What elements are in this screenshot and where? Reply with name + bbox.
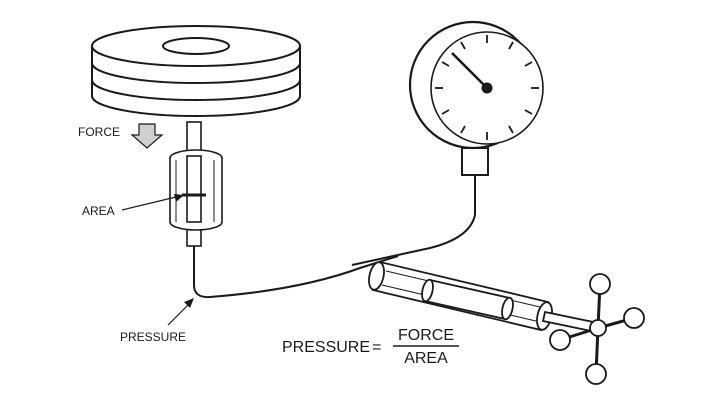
area-label: AREA (82, 204, 115, 218)
equation-numerator: FORCE (398, 327, 454, 344)
stacked-weights (91, 25, 301, 117)
piston-cylinder (169, 121, 223, 247)
pipe-from-gauge (351, 175, 476, 266)
pressure-gauge-icon (408, 20, 544, 176)
force-arrow-icon (130, 123, 164, 149)
force-label: FORCE (78, 125, 120, 139)
pressure-label: PRESSURE (120, 330, 186, 344)
gauge-needle (451, 52, 488, 89)
pressure-equation: PRESSURE = FORCE AREA (282, 327, 459, 367)
area-pointer-arrow (121, 194, 184, 211)
pressure-pointer-arrow (167, 298, 194, 326)
equation-equals: = (372, 339, 381, 356)
pipe-from-cylinder (193, 246, 399, 299)
equation-lhs: PRESSURE (282, 339, 370, 356)
screw-pump (368, 260, 645, 385)
equation-denominator: AREA (404, 350, 448, 367)
